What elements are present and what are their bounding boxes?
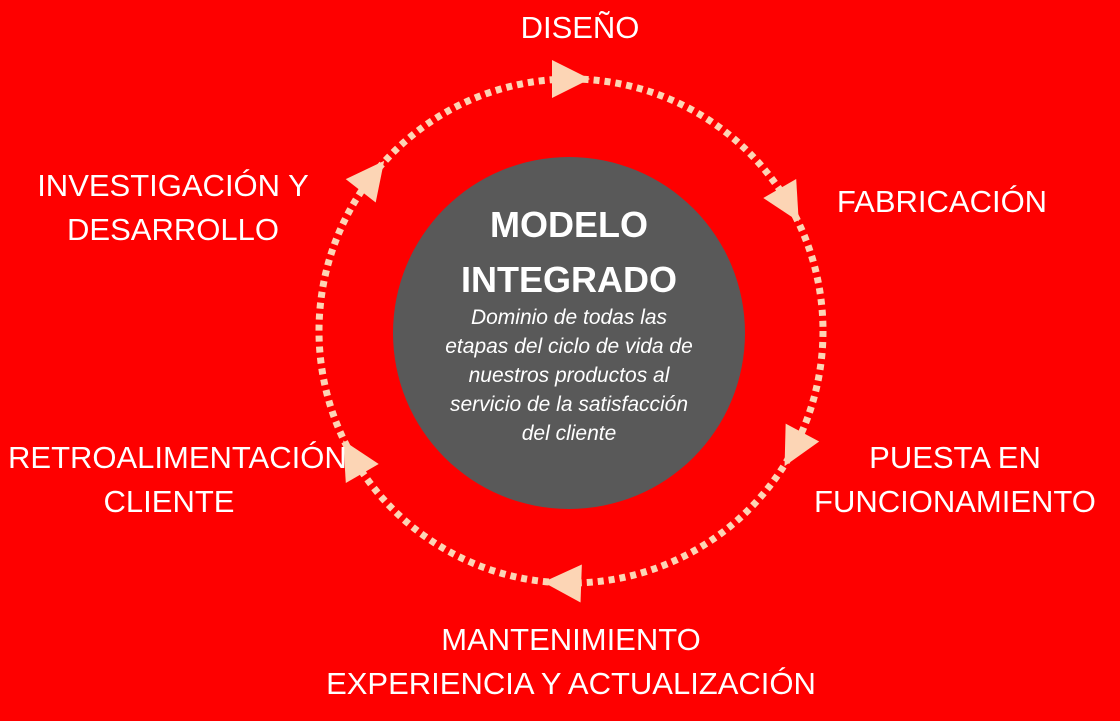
center-title: MODELO INTEGRADO	[393, 197, 745, 307]
center-desc-line-5: del cliente	[521, 422, 617, 445]
center-desc-line-1: Dominio de todas las	[470, 306, 668, 329]
stage-mantenimiento-line-2: EXPERIENCIA Y ACTUALIZACIÓN	[326, 666, 816, 701]
arrow-to-investigacion	[345, 160, 385, 203]
stage-investigacion-line-2: DESARROLLO	[67, 212, 279, 247]
arrow-to-mantenimiento	[543, 564, 582, 603]
center-title-line-2: INTEGRADO	[461, 259, 677, 300]
stage-fabricacion: FABRICACIÓN	[828, 180, 1056, 224]
cycle-dotted-ring	[315, 75, 827, 587]
center-circle: MODELO INTEGRADO Dominio de todas las et…	[393, 157, 745, 509]
center-desc-line-2: etapas del ciclo de vida de	[445, 335, 693, 358]
arrow-to-puesta	[784, 423, 820, 467]
stage-investigacion-line-1: INVESTIGACIÓN Y	[37, 168, 309, 203]
stage-retro-line-2: CLIENTE	[103, 484, 235, 519]
stage-diseno-line-1: DISEÑO	[520, 10, 640, 45]
center-description: Dominio de todas las etapas del ciclo de…	[393, 303, 745, 448]
stage-retro-line-1: RETROALIMENTACIÓN	[8, 440, 347, 475]
arrow-to-retroalimentacion	[343, 440, 379, 483]
cycle-arrows	[343, 60, 820, 603]
arrow-to-fabricacion	[763, 179, 799, 222]
center-desc-line-4: servicio de la satisfacción	[449, 393, 689, 416]
center-title-line-1: MODELO	[490, 204, 648, 245]
stage-retroalimentacion-cliente: RETROALIMENTACIÓN CLIENTE	[8, 436, 347, 524]
stage-investigacion-y-desarrollo: INVESTIGACIÓN Y DESARROLLO	[20, 164, 326, 252]
stage-mantenimiento: MANTENIMIENTO EXPERIENCIA Y ACTUALIZACIÓ…	[310, 618, 832, 706]
stage-fabricacion-line-1: FABRICACIÓN	[836, 184, 1048, 219]
stage-puesta-line-1: PUESTA EN	[869, 440, 1041, 475]
center-desc-line-3: nuestros productos al	[468, 364, 670, 387]
stage-puesta-line-2: FUNCIONAMIENTO	[814, 484, 1096, 519]
stage-diseno: DISEÑO	[480, 6, 680, 50]
stage-puesta-en-funcionamiento: PUESTA EN FUNCIONAMIENTO	[800, 436, 1110, 524]
arrow-to-diseno	[552, 60, 590, 98]
stage-mantenimiento-line-1: MANTENIMIENTO	[441, 622, 701, 657]
